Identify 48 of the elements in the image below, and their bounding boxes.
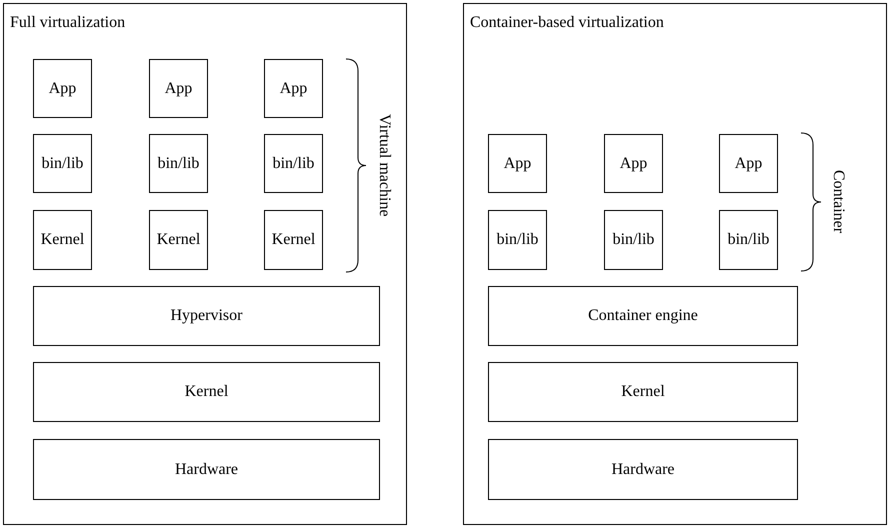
layer-box [33, 286, 380, 346]
layer-label: Kernel [621, 383, 665, 401]
layer-box [719, 134, 778, 193]
layer-box [33, 210, 92, 270]
layer-label: App [620, 154, 648, 172]
layer-label: App [734, 154, 762, 172]
layer-label: bin/lib [496, 231, 538, 249]
layer-label: Container engine [588, 307, 698, 325]
layer-label: App [280, 80, 308, 98]
layer-box [488, 210, 547, 270]
layer-label: bin/lib [728, 231, 770, 249]
layer-label: App [504, 154, 532, 172]
layer-box [33, 439, 380, 500]
bracket-label: Container [829, 170, 847, 233]
layer-label: Kernel [40, 231, 84, 249]
layer-box [149, 134, 208, 193]
layer-box [149, 210, 208, 270]
layer-box [33, 59, 92, 118]
layer-label: bin/lib [612, 231, 654, 249]
layer-label: bin/lib [42, 154, 84, 172]
layer-label: Kernel [156, 231, 200, 249]
layer-box [149, 59, 208, 118]
layer-box [33, 134, 92, 193]
layer-label: bin/lib [158, 154, 200, 172]
layer-label: Hypervisor [170, 307, 242, 325]
layer-box [264, 210, 323, 270]
layer-box [604, 134, 663, 193]
layer-box [488, 362, 798, 422]
layer-box [264, 134, 323, 193]
layer-box [604, 210, 663, 270]
layer-box [488, 286, 798, 346]
layer-label: Hardware [611, 460, 675, 478]
bracket-label: Virtual machine [375, 114, 393, 216]
layer-label: App [48, 80, 76, 98]
layer-box [488, 439, 798, 500]
layer-box [33, 362, 380, 422]
layer-label: Kernel [272, 231, 316, 249]
panel-frame [463, 3, 887, 525]
layer-box [719, 210, 778, 270]
layer-label: Hardware [174, 460, 238, 478]
layer-label: Kernel [184, 383, 228, 401]
layer-box [264, 59, 323, 118]
layer-label: App [164, 80, 192, 98]
panel-frame [3, 3, 407, 525]
layer-box [488, 134, 547, 193]
panel-title: Container-based virtualization [470, 14, 664, 32]
panel-title: Full virtualization [10, 14, 126, 32]
layer-label: bin/lib [272, 154, 314, 172]
